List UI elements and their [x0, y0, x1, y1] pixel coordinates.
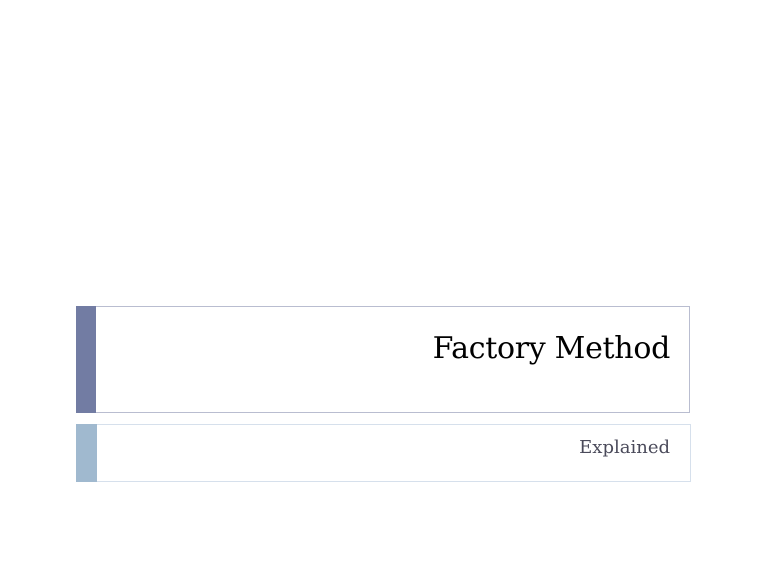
subtitle-accent-bar	[76, 424, 97, 482]
slide-subtitle: Explained	[579, 437, 670, 458]
slide-title: Factory Method	[432, 331, 671, 366]
title-placeholder: Factory Method	[76, 306, 690, 413]
subtitle-placeholder: Explained	[76, 424, 691, 482]
title-accent-bar	[76, 306, 96, 413]
